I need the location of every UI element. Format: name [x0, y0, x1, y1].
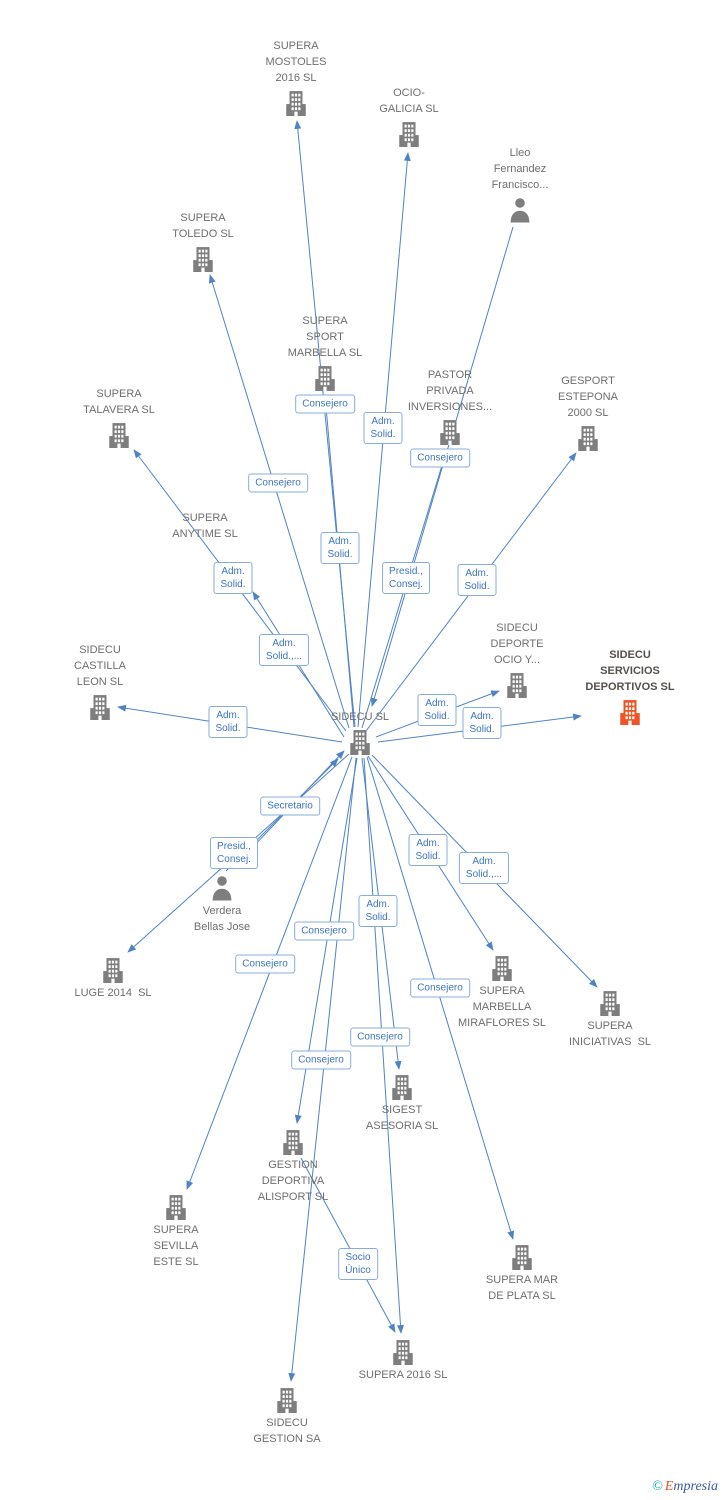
edge-label-adm-solid-etc: Adm. Solid.,... — [258, 634, 310, 666]
node-supera-sport-marbella-sl[interactable]: SUPERA SPORT MARBELLA SL — [288, 315, 362, 391]
company-name: SIGEST ASESORIA SL — [365, 1104, 439, 1132]
building-icon — [575, 425, 601, 451]
edge-label-consejero: Consejero — [295, 394, 355, 414]
building-icon — [312, 365, 338, 391]
edge-label-consejero: Consejero — [410, 448, 470, 468]
edge-label-adm-solid: Adm. Solid. — [320, 532, 360, 564]
building-icon — [396, 121, 422, 147]
company-name: GESTION DEPORTIVA ALISPORT SL — [257, 1159, 329, 1203]
company-name: SUPERA INICIATIVAS SL — [568, 1020, 652, 1048]
building-icon-highlighted — [617, 699, 643, 725]
brand-rest: mpresia — [673, 1479, 718, 1494]
company-name: SUPERA MOSTOLES 2016 SL — [265, 40, 327, 85]
edge-label-adm-solid-etc: Adm. Solid.,... — [458, 852, 510, 884]
edge-label-adm-solid: Adm. Solid. — [213, 562, 253, 594]
edge-label-adm-solid: Adm. Solid. — [363, 412, 403, 444]
building-icon — [163, 1194, 189, 1220]
node-supera-2016-sl[interactable]: SUPERA 2016 SL — [359, 1339, 447, 1381]
node-supera-toledo-sl[interactable]: SUPERA TOLEDO SL — [172, 212, 234, 272]
edge-label-socio-unico: Socio Único — [338, 1248, 378, 1280]
company-name: SUPERA 2016 SL — [358, 1369, 448, 1381]
node-ocio-galicia-sl[interactable]: OCIO- GALICIA SL — [379, 87, 439, 147]
edge-sidecu-sl-to-supera-mar-de-plata — [366, 756, 515, 1240]
company-name: SUPERA TALAVERA SL — [83, 388, 155, 417]
node-supera-sevilla-este-sl[interactable]: SUPERA SEVILLA ESTE SL — [153, 1194, 199, 1268]
company-name: SUPERA SEVILLA ESTE SL — [153, 1224, 199, 1268]
node-supera-iniciativas-sl[interactable]: SUPERA INICIATIVAS SL — [569, 990, 651, 1048]
brand-initial: E — [664, 1479, 674, 1494]
company-name: SUPERA MAR DE PLATA SL — [485, 1274, 559, 1302]
edge-label-secretario: Secretario — [260, 796, 320, 816]
node-supera-marbella-miraflores-sl[interactable]: SUPERA MARBELLA MIRAFLORES SL — [458, 955, 546, 1029]
building-icon — [347, 729, 373, 755]
node-supera-talavera-sl[interactable]: SUPERA TALAVERA SL — [83, 388, 155, 448]
edge-label-consejero: Consejero — [410, 978, 470, 998]
copyright-symbol: © — [652, 1479, 663, 1494]
building-icon — [106, 422, 132, 448]
building-icon — [504, 672, 530, 698]
edge-label-consejero: Consejero — [248, 473, 308, 493]
company-name: SUPERA TOLEDO SL — [172, 212, 234, 241]
company-name: SIDECU SL — [330, 711, 390, 724]
empresia-watermark[interactable]: ©Empresia — [652, 1479, 718, 1495]
building-icon — [190, 246, 216, 272]
person-icon — [508, 197, 532, 223]
node-sigest-asesoria-sl[interactable]: SIGEST ASESORIA SL — [366, 1074, 438, 1132]
node-pastor-privada-inversiones[interactable]: PASTOR PRIVADA INVERSIONES... — [408, 369, 492, 445]
building-icon — [437, 419, 463, 445]
company-name: LUGE 2014 SL — [74, 987, 152, 999]
building-icon — [390, 1339, 416, 1365]
building-icon — [274, 1387, 300, 1413]
company-name: SUPERA SPORT MARBELLA SL — [287, 315, 363, 360]
person-icon — [210, 875, 234, 901]
company-name: SUPERA ANYTIME SL — [172, 512, 238, 540]
node-gestion-deportiva-alisport-sl[interactable]: GESTION DEPORTIVA ALISPORT SL — [258, 1129, 328, 1203]
company-name: SUPERA MARBELLA MIRAFLORES SL — [457, 985, 547, 1029]
node-sidecu-deporte-ocio-y[interactable]: SIDECU DEPORTE OCIO Y... — [491, 622, 543, 698]
edge-label-adm-solid: Adm. Solid. — [417, 694, 457, 726]
edge-label-consejero: Consejero — [235, 954, 295, 974]
edge-label-consejero: Consejero — [291, 1050, 351, 1070]
edge-label-adm-solid: Adm. Solid. — [457, 564, 497, 596]
company-name: SIDECU CASTILLA LEON SL — [74, 644, 126, 689]
company-name: SIDECU DEPORTE OCIO Y... — [490, 622, 544, 667]
edge-label-adm-solid: Adm. Solid. — [462, 707, 502, 739]
building-icon — [283, 90, 309, 116]
edge-label-adm-solid: Adm. Solid. — [408, 834, 448, 866]
company-name: GESPORT ESTEPONA 2000 SL — [558, 375, 618, 420]
node-sidecu-gestion-sa[interactable]: SIDECU GESTION SA — [253, 1387, 321, 1445]
building-icon — [489, 955, 515, 981]
building-icon — [509, 1244, 535, 1270]
company-name: PASTOR PRIVADA INVERSIONES... — [407, 369, 493, 414]
edge-label-presid-consej: Presid., Consej. — [382, 562, 430, 594]
node-supera-mar-de-plata-sl[interactable]: SUPERA MAR DE PLATA SL — [486, 1244, 558, 1302]
edge-label-consejero: Consejero — [294, 921, 354, 941]
edge-sidecu-sl-to-sidecu-gestion — [288, 757, 357, 1382]
node-sidecu-castilla-leon-sl[interactable]: SIDECU CASTILLA LEON SL — [74, 644, 126, 720]
person-name: Verdera Bellas Jose — [193, 905, 251, 933]
node-lleo-fernandez-francisco[interactable]: Lleo Fernandez Francisco... — [492, 147, 548, 223]
edge-label-presid-consej: Presid., Consej. — [210, 837, 258, 869]
person-name: Lleo Fernandez Francisco... — [491, 147, 549, 192]
node-supera-mostoles-2016-sl[interactable]: SUPERA MOSTOLES 2016 SL — [266, 40, 326, 116]
company-name: SIDECU GESTION SA — [253, 1417, 321, 1445]
edge-sidecu-sl-to-supera-toledo — [208, 274, 350, 729]
building-icon — [389, 1074, 415, 1100]
node-luge-2014-sl[interactable]: LUGE 2014 SL — [74, 957, 152, 999]
edge-gestion-deportiva-to-supera-2016 — [300, 1157, 396, 1333]
company-name: OCIO- GALICIA SL — [379, 87, 439, 116]
node-sidecu-servicios-deportivos-sl[interactable]: SIDECU SERVICIOS DEPORTIVOS SL — [585, 649, 675, 725]
edge-label-consejero: Consejero — [350, 1027, 410, 1047]
brand-name: Empresia — [665, 1479, 718, 1494]
building-icon — [100, 957, 126, 983]
company-name: SIDECU SERVICIOS DEPORTIVOS SL — [585, 649, 675, 694]
building-icon — [87, 694, 113, 720]
building-icon — [597, 990, 623, 1016]
node-gesport-estepona-2000-sl[interactable]: GESPORT ESTEPONA 2000 SL — [558, 375, 618, 451]
building-icon — [280, 1129, 306, 1155]
edge-label-adm-solid: Adm. Solid. — [358, 895, 398, 927]
node-verdera-bellas-jose[interactable]: Verdera Bellas Jose — [194, 875, 250, 933]
node-sidecu-sl[interactable]: SIDECU SL — [331, 711, 389, 755]
edge-label-adm-solid: Adm. Solid. — [208, 706, 248, 738]
